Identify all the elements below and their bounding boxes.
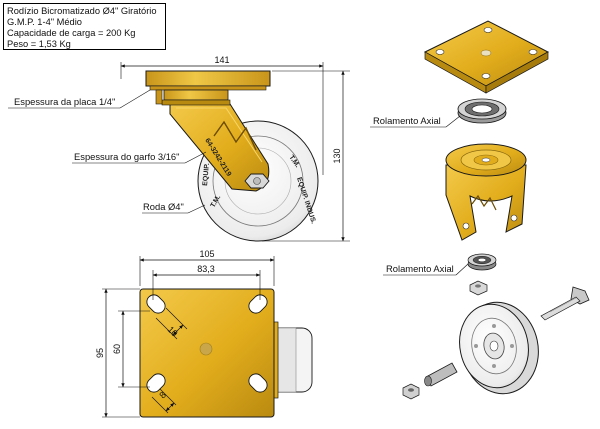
exploded-wheel	[459, 301, 539, 395]
mounting-slot-top-left	[146, 294, 166, 314]
title-line-load-capacity: Capacidade de carga = 200 Kg	[7, 28, 136, 38]
dimension-95: 95	[95, 288, 140, 418]
dimension-83-3: 83,3	[152, 264, 261, 300]
exploded-view: Rolamento Axial Rolamento Ax	[370, 20, 590, 400]
dimension-slot-8: 8	[151, 388, 177, 414]
dimension-141: 141	[120, 55, 324, 175]
exploded-fork	[445, 143, 527, 241]
mounting-slot-bottom-left	[146, 373, 166, 393]
title-line-model: G.M.P. 1-4" Médio	[7, 17, 82, 27]
dimension-105-label: 105	[199, 249, 214, 259]
bottom-plan-view: 105 83,3 95 60	[95, 249, 313, 418]
exploded-axle-spacer	[424, 362, 458, 387]
dimension-130: 130	[262, 70, 350, 242]
center-rivet	[199, 342, 213, 356]
title-line-weight: Peso = 1,53 Kg	[7, 39, 71, 49]
fork-thickness-label: Espessura do garfo 3/16"	[74, 151, 179, 162]
exploded-axle-bolt	[540, 286, 590, 321]
dimension-60-label: 60	[112, 344, 122, 354]
exploded-kingpin-nut	[469, 280, 488, 296]
wheel-label: Roda Ø4"	[143, 201, 184, 212]
dimension-130-label: 130	[332, 148, 342, 163]
mounting-slot-top-right	[248, 294, 268, 314]
side-view: T.M. EQUIP. INDUS. T.M. EQUIP. 64-3242-2…	[8, 55, 350, 242]
plate-thickness-label: Espessura da placa 1/4"	[14, 96, 115, 107]
exploded-axle-nut	[402, 383, 420, 400]
dimension-83-3-label: 83,3	[197, 264, 215, 274]
title-block: Rodízio Bicromatizado Ø4" Giratório G.M.…	[3, 3, 166, 50]
wheel-text-equip-left: EQUIP.	[202, 163, 211, 186]
exploded-axial-bearing-bottom	[467, 253, 497, 271]
axial-bearing-top-label: Rolamento Axial	[373, 115, 441, 126]
axial-bearing-bottom-label: Rolamento Axial	[386, 263, 454, 274]
dimension-60: 60	[112, 310, 150, 388]
top-plate-side	[145, 70, 271, 106]
dimension-95-label: 95	[95, 348, 105, 358]
dimension-105: 105	[139, 249, 275, 286]
exploded-axial-bearing-top	[457, 98, 507, 124]
mounting-slot-bottom-right	[248, 373, 268, 393]
title-line-product: Rodízio Bicromatizado Ø4" Giratório	[7, 6, 157, 16]
dimension-141-label: 141	[214, 55, 229, 65]
exploded-top-plate	[423, 20, 550, 94]
axle-nut-side	[244, 173, 270, 189]
dimension-slot-8-label: 8	[157, 390, 168, 401]
